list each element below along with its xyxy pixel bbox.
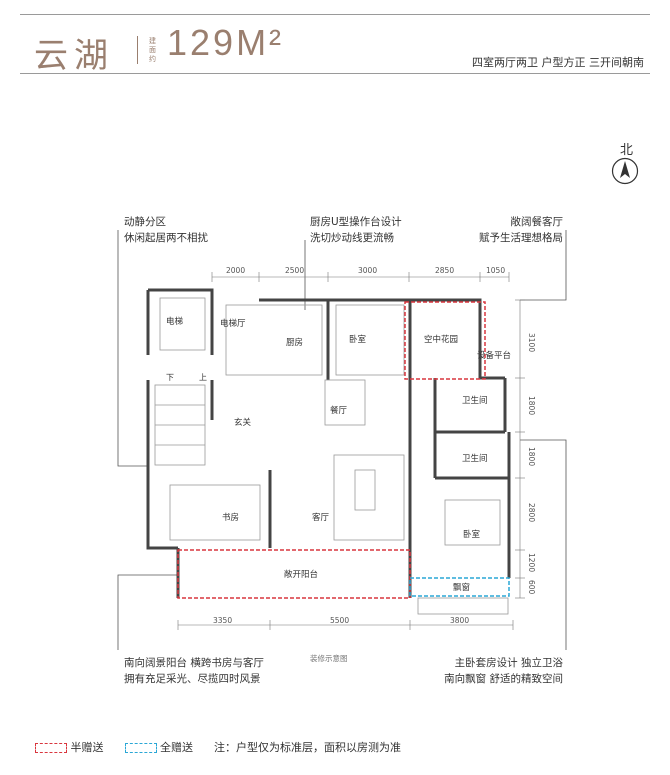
layout-features: 四室两厅两卫 户型方正 三开间朝南 bbox=[472, 56, 644, 69]
room-sky-garden: 空中花园 bbox=[424, 335, 459, 345]
callout-line: 休闲起居两不相扰 bbox=[124, 232, 208, 244]
room-bathroom-2: 卫生间 bbox=[462, 454, 488, 464]
dim-top-1: 2000 bbox=[226, 266, 246, 275]
room-living: 客厅 bbox=[312, 513, 330, 523]
project-title: 云湖 bbox=[34, 36, 114, 76]
area-caption: 建面约 bbox=[149, 37, 156, 63]
callout-line: 动静分区 bbox=[124, 216, 166, 228]
dim-right-3: 1800 bbox=[527, 447, 536, 467]
legend-note: 注：户型仅为标准层，面积以房测为准 bbox=[214, 741, 401, 754]
dim-right-5: 1200 bbox=[527, 553, 536, 573]
dim-bottom-1: 3350 bbox=[213, 616, 233, 625]
dim-top-2: 2500 bbox=[285, 266, 305, 275]
room-master-bedroom: 卧室 bbox=[463, 530, 481, 540]
header-bottom-rule bbox=[20, 73, 650, 74]
header-top-rule bbox=[20, 14, 650, 15]
dim-bottom-3: 3800 bbox=[450, 616, 470, 625]
callout-zoning: 动静分区 休闲起居两不相扰 bbox=[124, 214, 208, 246]
callout-kitchen: 厨房U型操作台设计 洗切炒动线更流畅 bbox=[310, 214, 402, 246]
room-elevator: 电梯 bbox=[166, 317, 184, 327]
full-gift-swatch bbox=[124, 743, 157, 753]
dim-top-5: 1050 bbox=[486, 266, 506, 275]
stair-up-label: 上 bbox=[199, 373, 207, 382]
room-elevator-hall: 电梯厅 bbox=[220, 319, 246, 329]
half-gift-swatch bbox=[35, 743, 67, 753]
dim-right-4: 2800 bbox=[527, 503, 536, 523]
dim-right-6: 600 bbox=[527, 580, 536, 595]
room-study: 书房 bbox=[222, 513, 240, 523]
room-dining: 餐厅 bbox=[330, 406, 348, 416]
callout-line: 厨房U型操作台设计 bbox=[310, 216, 402, 228]
title-divider bbox=[137, 36, 138, 64]
room-open-balcony: 敞开阳台 bbox=[284, 570, 319, 580]
half-gift-label: 半赠送 bbox=[70, 741, 104, 754]
callout-master: 主卧套房设计 独立卫浴 南向飘窗 舒适的精致空间 bbox=[444, 655, 563, 687]
callout-line: 拥有充足采光、尽揽四时风景 bbox=[124, 673, 261, 685]
dim-top-4: 2850 bbox=[435, 266, 455, 275]
stair-down-label: 下 bbox=[166, 373, 174, 382]
full-gift-label: 全赠送 bbox=[160, 741, 193, 754]
room-kitchen: 厨房 bbox=[286, 338, 304, 348]
room-bathroom-1: 卫生间 bbox=[462, 396, 488, 406]
callout-line: 敞阔餐客厅 bbox=[510, 216, 564, 228]
callout-living: 敞阔餐客厅 赋予生活理想格局 bbox=[479, 214, 563, 246]
room-bay-window: 飘窗 bbox=[453, 583, 471, 593]
callout-line: 赋予生活理想格局 bbox=[479, 232, 563, 244]
area-value: 129M² bbox=[167, 22, 285, 63]
callout-line: 南向飘窗 舒适的精致空间 bbox=[444, 673, 563, 685]
compass-icon bbox=[611, 157, 639, 185]
north-label: 北 bbox=[620, 143, 634, 158]
dim-right-1: 3100 bbox=[527, 333, 536, 353]
room-foyer: 玄关 bbox=[234, 418, 252, 428]
dim-top-3: 3000 bbox=[358, 266, 378, 275]
legend: 半赠送 全赠送 注：户型仅为标准层，面积以房测为准 bbox=[35, 739, 401, 755]
dim-right-2: 1800 bbox=[527, 396, 536, 416]
floor-plan bbox=[117, 230, 567, 650]
callout-balcony: 南向阔景阳台 横跨书房与客厅 拥有充足采光、尽揽四时风景 bbox=[124, 655, 264, 687]
callout-line: 南向阔景阳台 横跨书房与客厅 bbox=[124, 657, 264, 669]
callout-line: 主卧套房设计 独立卫浴 bbox=[454, 657, 563, 669]
room-bedroom-north: 卧室 bbox=[349, 335, 367, 345]
dim-bottom-2: 5500 bbox=[330, 616, 350, 625]
callout-line: 洗切炒动线更流畅 bbox=[310, 232, 394, 244]
plan-caption: 装修示意图 bbox=[310, 654, 348, 663]
room-equipment-platform: 设备平台 bbox=[477, 351, 512, 361]
